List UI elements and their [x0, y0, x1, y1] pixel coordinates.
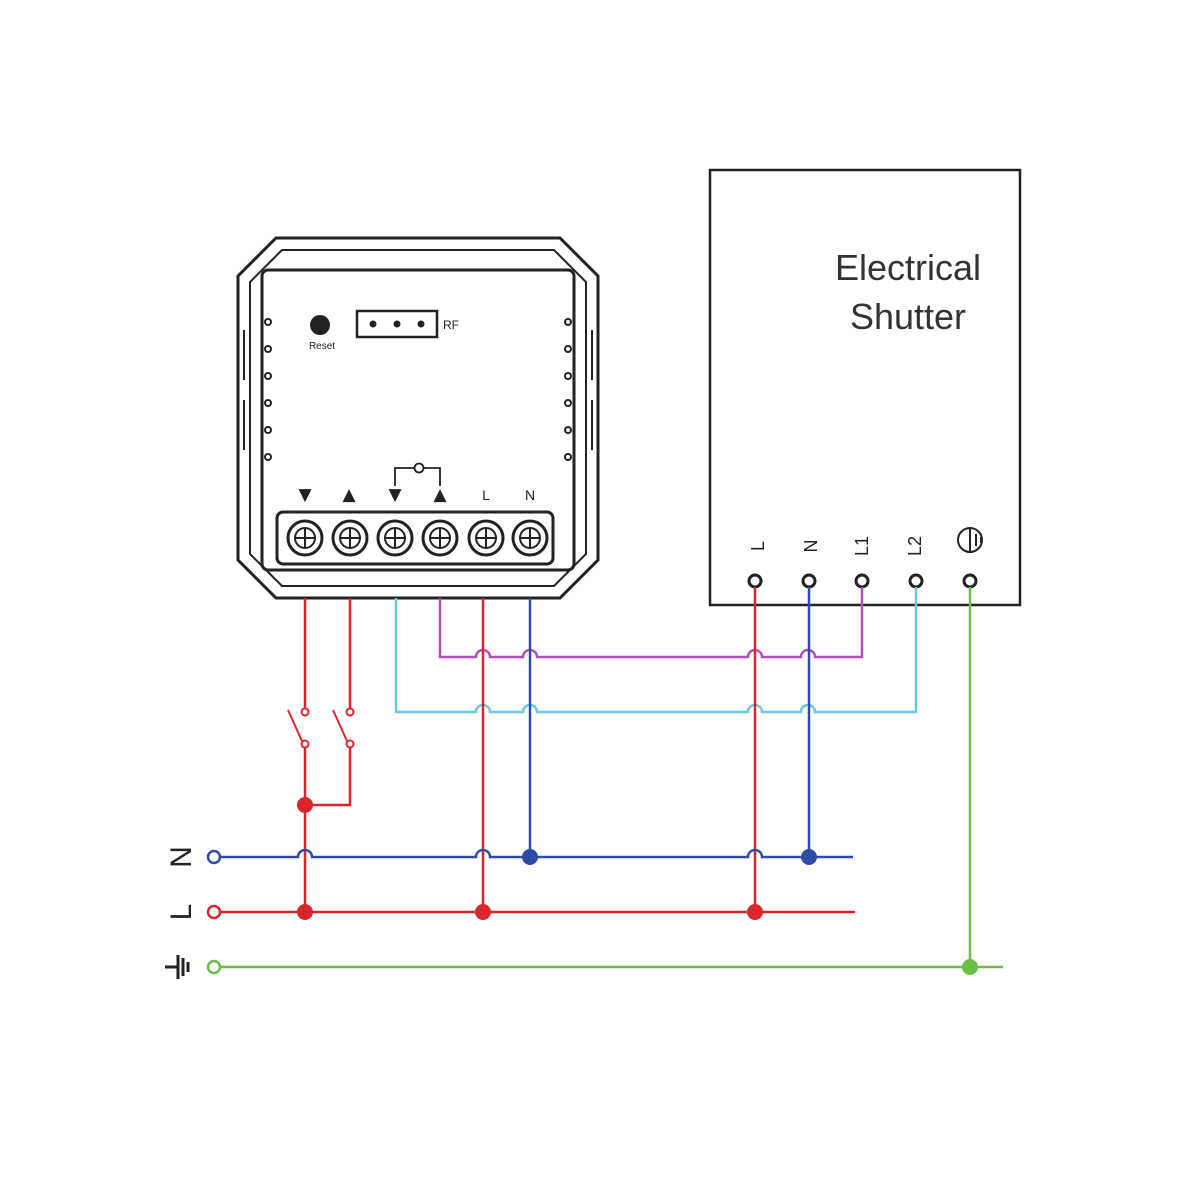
module-face [260, 268, 576, 572]
terminal-label-down-out: ▼ [298, 485, 312, 505]
shutter-terminal-label-l2: L2 [905, 536, 925, 556]
smart-module: Reset RF ▼ ▲ ▼ ▲ L N [236, 236, 600, 600]
shutter-terminal-label-l1: L1 [852, 536, 872, 556]
module-side-dots-right [564, 318, 572, 461]
screw-terminal-icon [467, 519, 505, 557]
module-inner-housing [249, 249, 587, 587]
module-side-bars [243, 330, 593, 450]
wire-down-output [394, 587, 918, 714]
junction-dots [297, 797, 978, 975]
screw-terminal-icon [286, 519, 324, 557]
junction-dot [747, 904, 763, 920]
wire-mains-neutral [220, 848, 853, 859]
screw-terminals [286, 519, 549, 557]
terminal-label-down-in: ▼ [388, 485, 402, 505]
screw-terminal-icon [376, 519, 414, 557]
terminal-label-up-out: ▲ [342, 485, 356, 505]
mains-line-label: L [165, 904, 198, 921]
shutter-title-line1: Electrical [835, 247, 981, 288]
reset-label: Reset [309, 341, 335, 352]
wire-switch-common [303, 744, 352, 912]
mains-neutral-label: N [165, 846, 198, 868]
switch-icon [287, 707, 310, 749]
switch-icon [332, 707, 355, 749]
junction-dot [522, 849, 538, 865]
screw-terminal-icon [511, 519, 549, 557]
junction-dot [475, 904, 491, 920]
module-outer-housing [236, 236, 600, 600]
junction-dot [297, 797, 313, 813]
junction-dot [962, 959, 978, 975]
screw-terminal-icon [421, 519, 459, 557]
mains-terminals [206, 849, 222, 975]
wire-up-output [438, 587, 864, 659]
rf-label: RF [443, 318, 459, 332]
electrical-shutter: Electrical Shutter L N L1 L2 [708, 168, 1022, 607]
shutter-terminal-label-l: L [748, 541, 768, 551]
common-terminal-icon [394, 462, 441, 486]
shutter-terminal-label-n: N [801, 540, 821, 553]
terminal-block [275, 510, 555, 566]
module-side-dots-left [264, 318, 272, 461]
terminal-label-n: N [525, 487, 535, 503]
terminal-label-l: L [482, 487, 490, 503]
junction-dot [801, 849, 817, 865]
earth-ground-icon [957, 527, 983, 553]
earth-ground-icon [165, 955, 190, 979]
terminal-label-up-in: ▲ [433, 485, 447, 505]
shutter-title-line2: Shutter [850, 296, 966, 337]
screw-terminal-icon [331, 519, 369, 557]
wiring [220, 587, 1003, 969]
reset-button[interactable] [310, 315, 330, 335]
junction-dot [297, 904, 313, 920]
shutter-box [708, 168, 1022, 607]
shutter-terminal-points [747, 573, 978, 589]
rf-connector [355, 309, 439, 339]
